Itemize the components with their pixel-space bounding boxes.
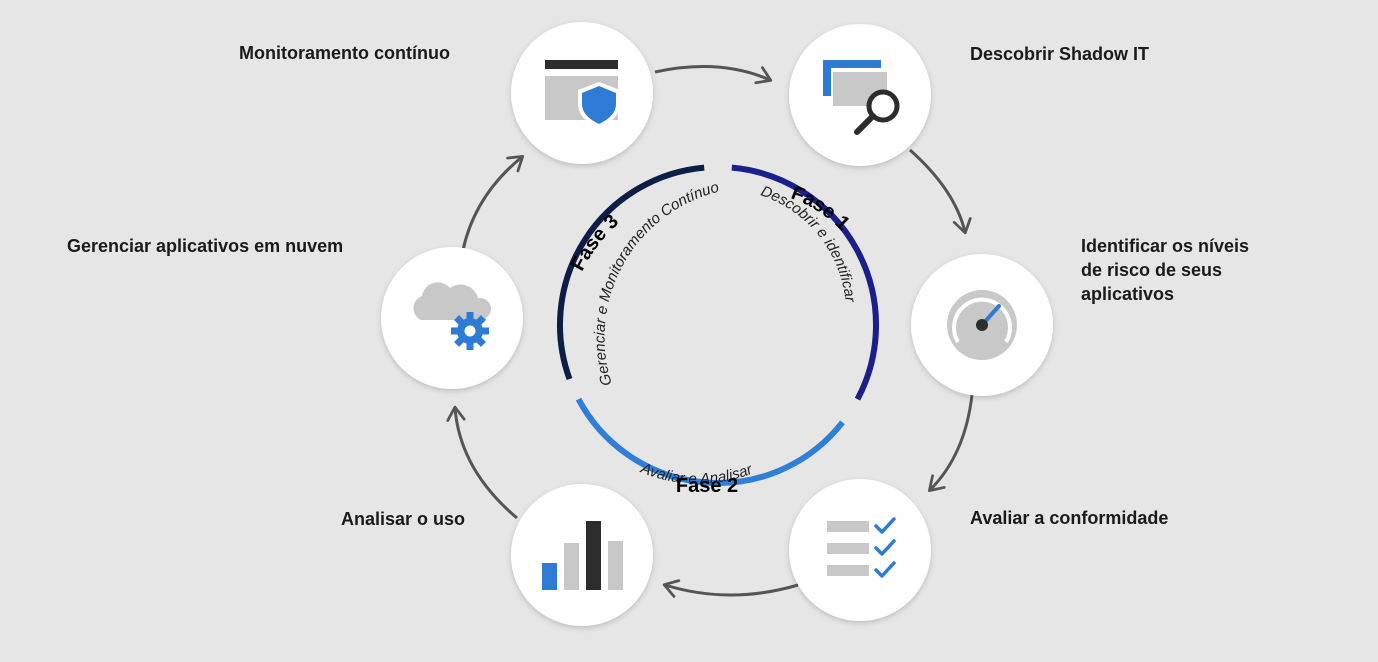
step-assess [789, 479, 931, 621]
step-label-risk-line-3: aplicativos [1081, 284, 1175, 304]
arrow-risk-to-assess [927, 394, 974, 493]
step-label-discover: Descobrir Shadow IT [970, 44, 1150, 64]
discover-search-icon [823, 60, 900, 135]
step-monitor [511, 22, 653, 164]
arrow-assess-to-analyze [662, 579, 799, 598]
phase-3-arc [557, 164, 705, 381]
step-circle [511, 484, 653, 626]
step-label-assess: Avaliar a conformidade [970, 508, 1169, 528]
step-analyze [511, 484, 653, 626]
step-label-risk-line-2: de risco de seus [1081, 260, 1223, 280]
window-shield-icon [545, 60, 620, 128]
step-label-risk: Identificar os níveis de risco de seus a… [1081, 234, 1249, 306]
phase-2-title: Fase 2 [676, 475, 738, 497]
step-discover [789, 24, 931, 166]
checklist-icon [827, 517, 896, 578]
step-label-analyze: Analisar o uso [341, 509, 466, 529]
risk-gauge-icon [947, 290, 1017, 360]
bar-chart-icon [542, 521, 623, 590]
arrow-manage-to-monitor [461, 155, 525, 251]
arrow-analyze-to-manage [446, 405, 518, 520]
phase-2-arc [575, 397, 845, 487]
phase-1-arc [731, 164, 879, 401]
step-manage [381, 247, 523, 389]
step-label-monitor: Monitoramento contínuo [239, 43, 450, 63]
step-risk [911, 254, 1053, 396]
step-label-risk-line-1: Identificar os níveis [1081, 236, 1250, 256]
cloud-gear-icon [413, 282, 491, 350]
arrow-discover-to-risk [909, 148, 972, 235]
cycle-arrows [446, 65, 974, 598]
arrow-monitor-to-discover [654, 65, 773, 85]
step-label-manage: Gerenciar aplicativos em nuvem [67, 236, 344, 256]
phase-ring [557, 164, 879, 487]
